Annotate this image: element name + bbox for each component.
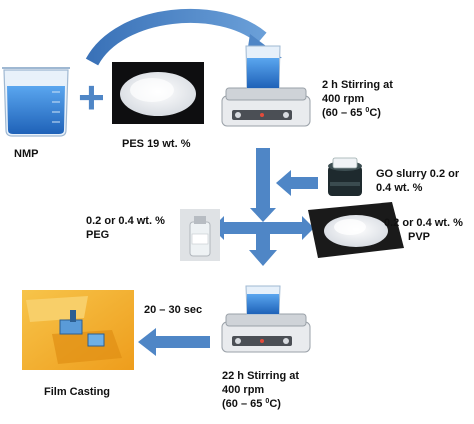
arrow-to-film-casting — [138, 328, 210, 356]
pvp-label-line1: 0.2 or 0.4 wt. % — [384, 217, 463, 229]
arrow-step1-down — [250, 148, 276, 222]
pes-powder-image — [112, 62, 204, 124]
step2-label-line2: 400 rpm — [222, 384, 264, 396]
go-label-line2: 0.4 wt. % — [376, 182, 423, 194]
plus-sign: + — [78, 71, 105, 123]
arrow-join-peg-pvp — [212, 216, 314, 266]
peg-label-line2: PEG — [86, 229, 109, 241]
stirrer-step2-image — [221, 285, 311, 353]
go-label-line1: GO slurry 0.2 or — [376, 168, 460, 180]
peg-bottle-image — [180, 209, 220, 261]
time-label: 20 – 30 sec — [144, 304, 202, 316]
step2-temp-suffix: C) — [269, 398, 281, 410]
step1-label-line1: 2 h Stirring at — [322, 79, 393, 91]
arrow-go-to-mix — [276, 170, 318, 196]
pvp-label-line2: PVP — [408, 231, 430, 243]
step1-temp-prefix: (60 – 65 — [322, 107, 365, 119]
step2-temp-prefix: (60 – 65 — [222, 398, 265, 410]
step2-label-line3: (60 – 65 0C) — [222, 398, 281, 410]
stirrer-step1-image — [221, 45, 311, 127]
step1-temp-suffix: C) — [369, 107, 381, 119]
step1-temp-sup: 0 — [365, 107, 369, 114]
go-slurry-image — [322, 155, 368, 201]
step1-label-line3: (60 – 65 0C) — [322, 107, 381, 119]
film-casting-image — [22, 290, 134, 370]
nmp-label: NMP — [14, 148, 38, 160]
film-casting-label: Film Casting — [44, 386, 110, 398]
step2-temp-sup: 0 — [265, 398, 269, 405]
pvp-powder-image — [308, 202, 404, 258]
step2-label-line1: 22 h Stirring at — [222, 370, 299, 382]
nmp-beaker-image — [2, 67, 70, 137]
pes-label: PES 19 wt. % — [122, 138, 191, 150]
peg-label-line1: 0.2 or 0.4 wt. % — [86, 215, 165, 227]
step1-label-line2: 400 rpm — [322, 93, 364, 105]
